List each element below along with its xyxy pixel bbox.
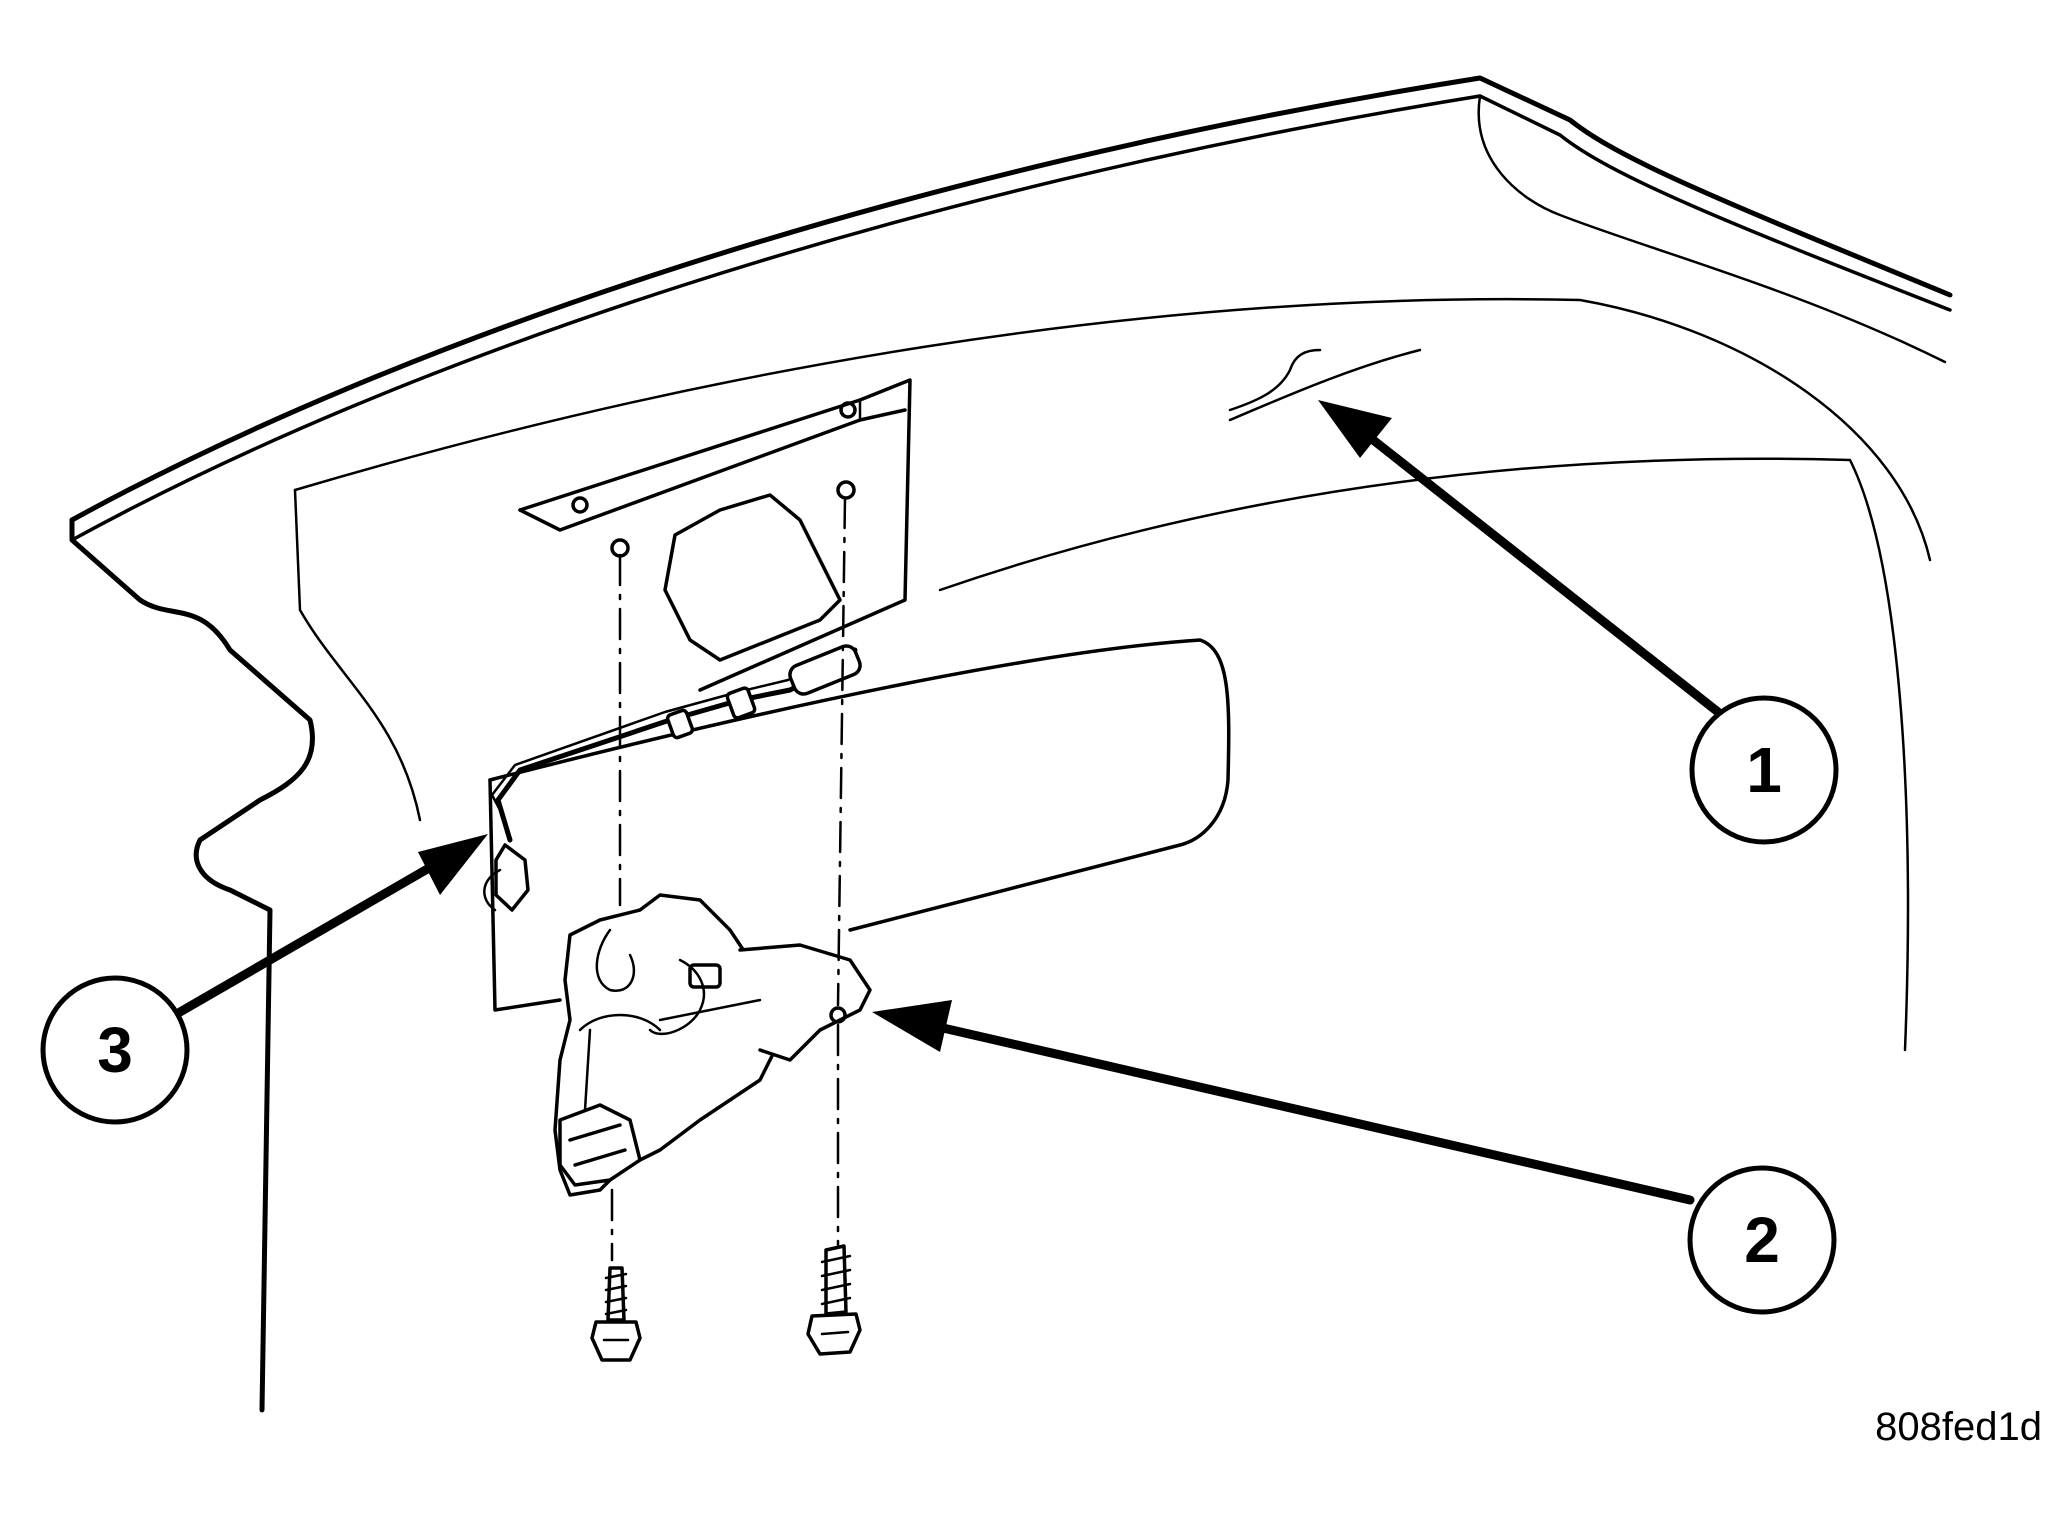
leader-arrow-3 [175,834,488,1017]
lower-panel [488,638,1231,1012]
callout-1: 1 [1689,695,1839,845]
liftgate-panel [69,75,1953,1413]
callout-3: 3 [40,975,190,1125]
leader-arrow-2 [872,1000,1695,1205]
release-cable [483,644,862,912]
latch-recess [518,378,912,692]
liftgate-latch [553,893,872,1197]
bolt-left [590,1266,642,1362]
bolt-right [806,1244,862,1356]
callout-2: 2 [1687,1165,1837,1315]
leader-arrow-1 [1318,400,1723,717]
callout-1-label: 1 [1746,734,1782,806]
callout-2-label: 2 [1744,1204,1780,1276]
figure-id: 808fed1d [1875,1405,2042,1449]
callout-3-label: 3 [97,1014,133,1086]
alignment-lines [610,496,847,1262]
